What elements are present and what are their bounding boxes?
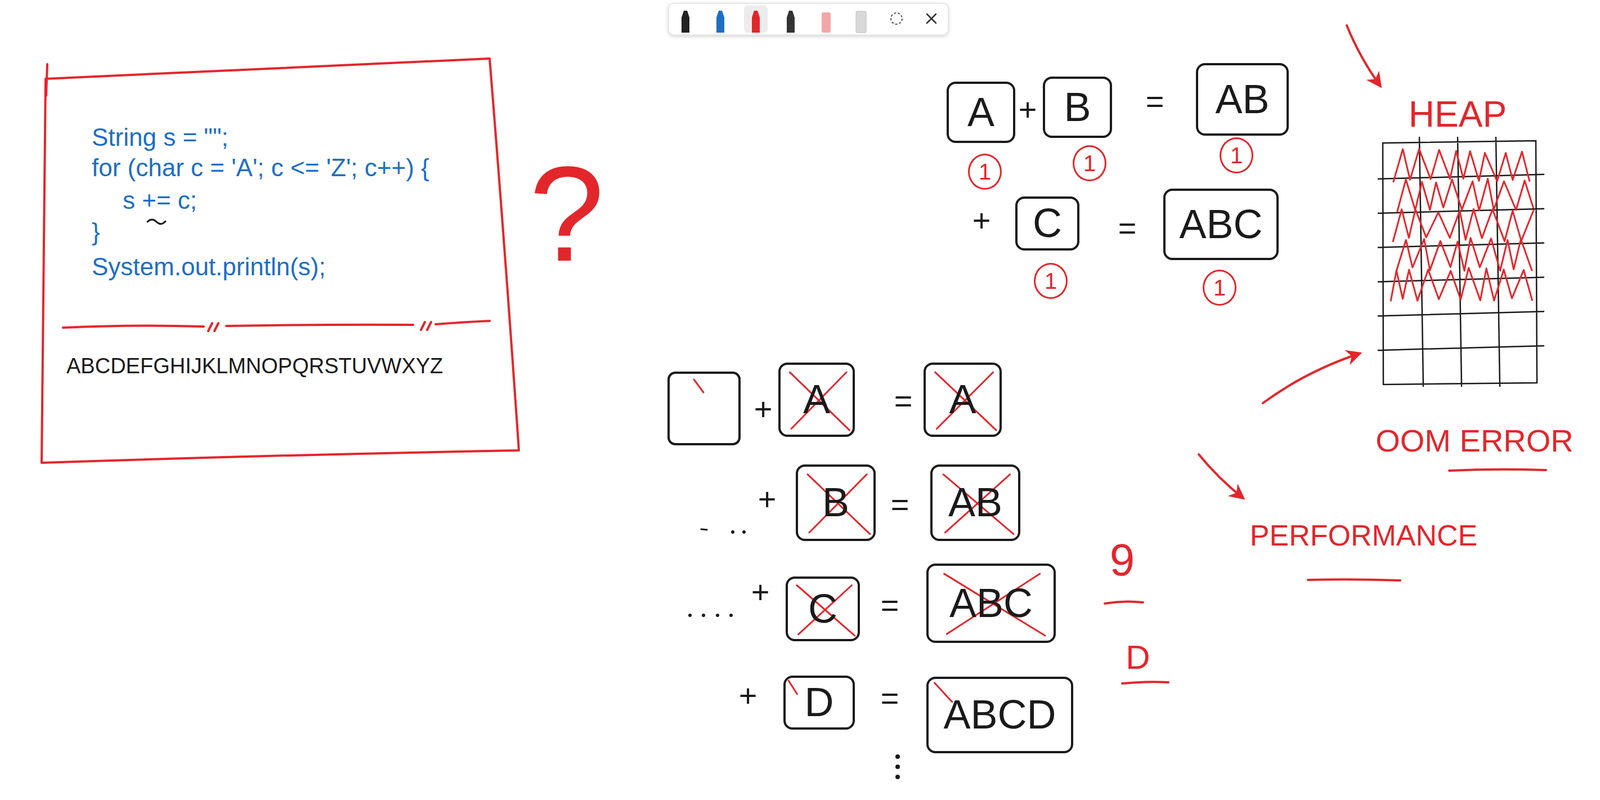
code-line-slot: ABCDEFGHIJKLMNOPQRSTUVWXYZ xyxy=(66,353,443,379)
string-text: A xyxy=(803,377,831,422)
string-box: A xyxy=(946,81,1016,143)
code-line-slot: System.out.println(s); xyxy=(91,252,326,282)
plus-sign: + xyxy=(754,391,773,427)
code-line-slot: s += c; xyxy=(122,186,197,215)
label-slot: + xyxy=(754,391,773,427)
count-circle: 1 xyxy=(967,153,1002,190)
equals-sign: = xyxy=(894,382,913,419)
count-circle: 1 xyxy=(1219,137,1254,174)
string-text: B xyxy=(1063,84,1091,130)
plus-sign: + xyxy=(751,574,770,610)
pointer-arrow xyxy=(1198,25,1380,498)
string-text: C xyxy=(1032,200,1062,246)
count-number: 1 xyxy=(1230,142,1243,168)
label-slot: + xyxy=(738,678,758,714)
code-line: s += c; xyxy=(122,186,197,214)
note-number: 9 xyxy=(1109,534,1136,585)
count-number: 1 xyxy=(1083,150,1096,176)
label-slot: OOM ERROR xyxy=(1375,423,1574,459)
string-text: ABC xyxy=(949,580,1033,626)
label-slot: D xyxy=(1125,638,1150,676)
error-note: OOM ERROR xyxy=(1375,422,1574,459)
code-line: } xyxy=(91,217,101,246)
string-box: C xyxy=(1015,196,1080,250)
label-slot: + xyxy=(1018,92,1038,128)
program-output: ABCDEFGHIJKLMNOPQRSTUVWXYZ xyxy=(66,353,443,378)
label-slot: 9 xyxy=(1109,535,1136,585)
code-line: String s = ""; xyxy=(91,123,229,151)
strike-mark xyxy=(693,379,704,393)
string-text: A xyxy=(948,377,976,422)
string-text: D xyxy=(804,679,835,725)
plus-sign: + xyxy=(758,481,777,517)
used-memory-hatch xyxy=(1390,149,1534,301)
question-mark: ? xyxy=(529,138,604,290)
underline-stroke xyxy=(1104,469,1546,684)
equals-sign: = xyxy=(1118,209,1137,246)
equals-sign: = xyxy=(890,486,910,522)
count-circle: 1 xyxy=(1072,145,1107,182)
separator-line xyxy=(63,320,490,331)
string-box: ABC xyxy=(926,563,1056,643)
count-number: 1 xyxy=(1213,275,1226,300)
label-slot: + xyxy=(758,481,777,517)
code-line-slot: String s = ""; xyxy=(91,123,229,152)
label-slot: = xyxy=(880,680,900,716)
label-slot: = xyxy=(1118,210,1137,246)
continuation-dots xyxy=(688,529,900,779)
code-panel: String s = "";for (char c = 'A'; c <= 'Z… xyxy=(40,56,522,465)
equals-sign: = xyxy=(880,586,900,623)
string-text: B xyxy=(822,480,850,525)
plus-sign: + xyxy=(972,202,992,239)
string-text: ABCD xyxy=(943,692,1056,737)
string-box: D xyxy=(783,675,855,730)
string-text: ABC xyxy=(1179,202,1263,247)
string-box: C xyxy=(785,576,860,642)
plus-sign: + xyxy=(738,677,758,714)
code-line: System.out.println(s); xyxy=(91,252,326,281)
string-box: B xyxy=(1042,76,1113,138)
equals-sign: = xyxy=(880,679,900,716)
equals-sign: = xyxy=(1145,83,1165,119)
pen-scribble xyxy=(147,219,166,224)
heap-heading: HEAP xyxy=(1408,94,1507,134)
label-slot: + xyxy=(751,574,770,610)
heap-grid: HEAP xyxy=(1373,84,1543,389)
string-box: ABC xyxy=(1163,188,1279,261)
note-letter: D xyxy=(1125,638,1150,676)
string-box: A xyxy=(923,362,1002,437)
code-line-slot: } xyxy=(91,217,101,247)
label-slot: PERFORMANCE xyxy=(1249,519,1478,552)
label-slot: = xyxy=(880,587,900,623)
count-number: 1 xyxy=(1044,268,1057,294)
count-circle: 1 xyxy=(1033,262,1068,299)
pen-toolbar xyxy=(668,3,949,35)
string-text: C xyxy=(808,586,838,631)
count-number: 1 xyxy=(978,159,992,185)
code-line-slot: for (char c = 'A'; c <= 'Z'; c++) { xyxy=(91,153,430,183)
string-text: AB xyxy=(948,480,1003,525)
string-box: ABCD xyxy=(926,676,1074,754)
label-slot: = xyxy=(890,486,910,522)
string-text: AB xyxy=(1215,77,1270,122)
string-box: AB xyxy=(1195,63,1289,136)
performance-note: PERFORMANCE xyxy=(1249,518,1478,552)
string-box: AB xyxy=(930,464,1021,541)
label-slot: = xyxy=(1145,83,1165,119)
empty-string-box xyxy=(668,372,740,445)
string-box: B xyxy=(795,464,876,541)
string-text: A xyxy=(967,90,995,135)
code-line: for (char c = 'A'; c <= 'Z'; c++) { xyxy=(91,153,430,182)
string-box: A xyxy=(778,362,855,437)
label-slot: = xyxy=(894,383,913,419)
count-circle: 1 xyxy=(1202,269,1237,306)
label-slot: ? xyxy=(529,139,604,289)
plus-sign: + xyxy=(1018,91,1038,128)
label-slot: + xyxy=(972,203,992,239)
